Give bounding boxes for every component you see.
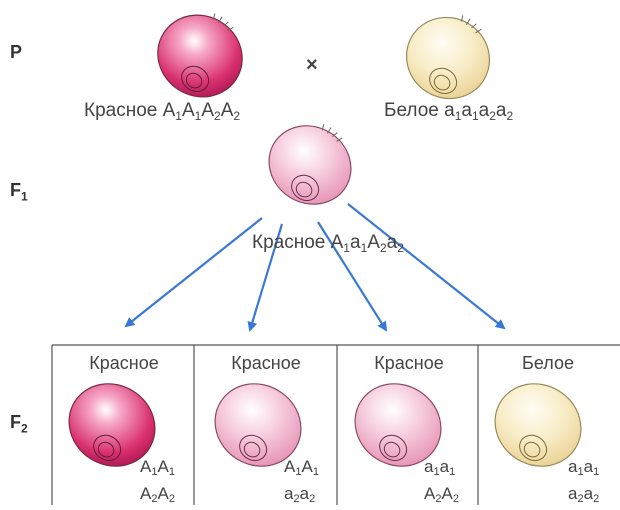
arrow-to-f2-1	[126, 218, 262, 326]
f2-cell-4-title: Белое	[478, 353, 618, 374]
generation-label-f1: F1	[10, 180, 28, 204]
arrow-to-f2-4	[348, 204, 504, 328]
parent-red-genotype: A1A1A2A2	[163, 100, 241, 121]
parent-red-caption: Красное A1A1A2A2	[84, 100, 240, 123]
grain-parent-white	[391, 0, 507, 114]
f2-cell-4-genotype: a1a1 a2a2	[568, 456, 599, 510]
f2-cell-3-genotype: a1a1 A2A2	[424, 456, 459, 510]
f1-caption: Красное A1a1A2a2	[252, 232, 404, 255]
f2-cell-3-title: Красное	[339, 353, 479, 374]
f1-genotype: A1a1A2a2	[331, 232, 404, 253]
generation-label-f2: F2	[10, 412, 28, 436]
f2-cell-1-genotype: A1A1 A2A2	[140, 456, 175, 510]
parent-white-caption: Белое a1a1a2a2	[384, 100, 513, 123]
f2-cell-1-title: Красное	[54, 353, 194, 374]
inheritance-arrows	[126, 204, 504, 330]
grain-f1	[254, 106, 368, 219]
grain-parent-red	[142, 0, 260, 113]
f2-cell-2-genotype: A1A1 a2a2	[284, 456, 319, 510]
generation-label-p: P	[10, 42, 22, 63]
parent-white-genotype: a1a1a2a2	[444, 100, 513, 121]
f2-cell-2-title: Красное	[196, 353, 336, 374]
cross-symbol: ×	[306, 54, 318, 77]
